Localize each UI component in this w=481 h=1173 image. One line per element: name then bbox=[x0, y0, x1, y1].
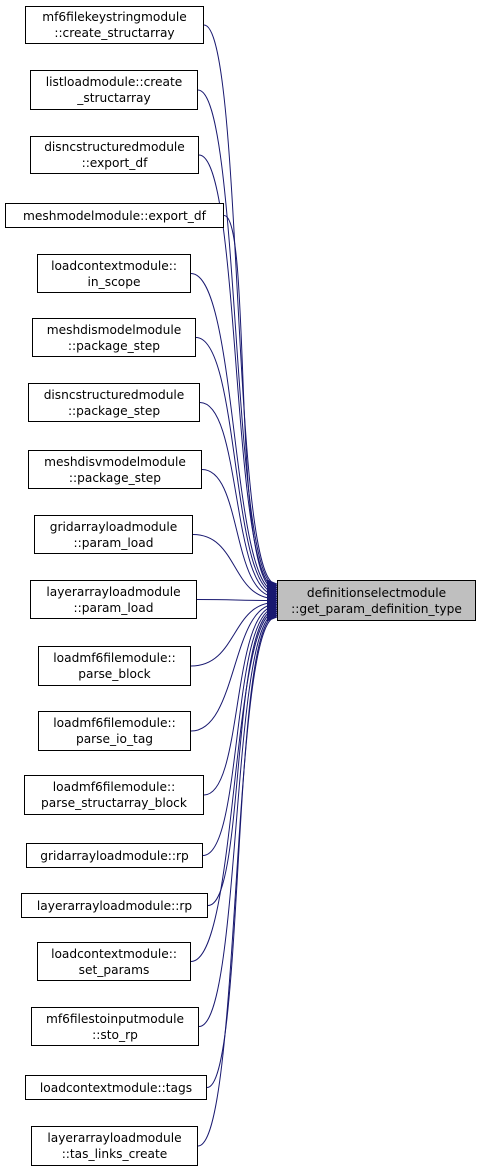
caller-node-label: loadcontextmodule:: in_scope bbox=[51, 258, 177, 289]
caller-node-label: loadcontextmodule::tags bbox=[39, 1080, 193, 1095]
caller-node-label: mf6filestoinputmodule ::sto_rp bbox=[45, 1011, 185, 1042]
call-edge bbox=[197, 617, 276, 1147]
caller-node-meshdisv-package-step[interactable]: meshdisvmodelmodule ::package_step bbox=[28, 450, 202, 489]
caller-node-gridarray-rp[interactable]: gridarrayloadmodule::rp bbox=[26, 843, 203, 868]
target-node-get-param-definition-type: definitionselectmodule ::get_param_defin… bbox=[277, 580, 476, 621]
call-edge bbox=[198, 613, 276, 1027]
call-edge bbox=[197, 89, 276, 586]
call-edge bbox=[192, 534, 276, 599]
caller-node-label: mf6filekeystringmodule ::create_structar… bbox=[42, 10, 187, 40]
call-edge bbox=[203, 606, 276, 796]
caller-node-label: listloadmodule::create _structarray bbox=[45, 75, 183, 105]
caller-node-in-scope[interactable]: loadcontextmodule:: in_scope bbox=[37, 254, 191, 293]
caller-node-create-structarray[interactable]: mf6filekeystringmodule ::create_structar… bbox=[25, 6, 204, 44]
call-edge bbox=[190, 612, 276, 962]
caller-node-layerarray-rp[interactable]: layerarrayloadmodule::rp bbox=[21, 893, 208, 918]
caller-node-label: layerarrayloadmodule::rp bbox=[36, 898, 193, 913]
caller-node-tas-links-create[interactable]: layerarrayloadmodule ::tas_links_create bbox=[31, 1126, 198, 1166]
caller-node-disnc-package-step[interactable]: disncstructuredmodule ::package_step bbox=[28, 383, 200, 422]
target-node-label: definitionselectmodule ::get_param_defin… bbox=[291, 585, 462, 616]
caller-node-label: loadmf6filemodule:: parse_io_tag bbox=[53, 716, 176, 746]
caller-node-label: disncstructuredmodule ::export_df bbox=[44, 140, 185, 170]
caller-node-parse-block[interactable]: loadmf6filemodule:: parse_block bbox=[38, 646, 191, 686]
call-edge bbox=[199, 402, 276, 596]
caller-node-parse-structarray-block[interactable]: loadmf6filemodule:: parse_structarray_bl… bbox=[24, 775, 204, 815]
caller-node-listload-create-structarray[interactable]: listloadmodule::create _structarray bbox=[30, 70, 198, 110]
caller-node-set-params[interactable]: loadcontextmodule:: set_params bbox=[37, 942, 191, 981]
call-edge bbox=[223, 215, 276, 590]
call-edge bbox=[198, 154, 276, 588]
caller-node-layerarray-param-load[interactable]: layerarrayloadmodule ::param_load bbox=[30, 580, 197, 619]
call-edge bbox=[195, 337, 276, 594]
call-edge bbox=[190, 602, 276, 667]
caller-node-parse-io-tag[interactable]: loadmf6filemodule:: parse_io_tag bbox=[38, 711, 191, 751]
call-edge bbox=[202, 608, 276, 856]
call-edge bbox=[196, 600, 276, 601]
caller-node-label: loadmf6filemodule:: parse_block bbox=[53, 651, 176, 681]
caller-node-label: disncstructuredmodule ::package_step bbox=[43, 387, 185, 418]
caller-node-label: gridarrayloadmodule ::param_load bbox=[49, 519, 178, 550]
caller-node-label: layerarrayloadmodule ::tas_links_create bbox=[47, 1131, 182, 1161]
caller-node-tags[interactable]: loadcontextmodule::tags bbox=[25, 1075, 207, 1100]
caller-node-disnc-export-df[interactable]: disncstructuredmodule ::export_df bbox=[30, 136, 199, 174]
caller-node-meshmodel-export-df[interactable]: meshmodelmodule::export_df bbox=[5, 203, 224, 228]
caller-node-label: layerarrayloadmodule ::param_load bbox=[46, 584, 181, 615]
caller-node-meshdis-package-step[interactable]: meshdismodelmodule ::package_step bbox=[32, 318, 196, 357]
caller-node-label: loadcontextmodule:: set_params bbox=[51, 946, 177, 977]
caller-node-label: meshmodelmodule::export_df bbox=[23, 208, 206, 223]
call-edge bbox=[201, 469, 276, 597]
caller-node-sto-rp[interactable]: mf6filestoinputmodule ::sto_rp bbox=[31, 1007, 199, 1046]
caller-node-label: loadmf6filemodule:: parse_structarray_bl… bbox=[41, 780, 187, 810]
call-edge bbox=[206, 615, 276, 1088]
caller-node-label: meshdisvmodelmodule ::package_step bbox=[44, 454, 186, 485]
call-edge bbox=[190, 604, 276, 732]
caller-node-label: gridarrayloadmodule::rp bbox=[40, 848, 189, 863]
call-edge bbox=[190, 273, 276, 592]
caller-node-label: meshdismodelmodule ::package_step bbox=[46, 322, 182, 353]
call-edge bbox=[203, 24, 276, 584]
caller-node-gridarray-param-load[interactable]: gridarrayloadmodule ::param_load bbox=[34, 515, 193, 554]
